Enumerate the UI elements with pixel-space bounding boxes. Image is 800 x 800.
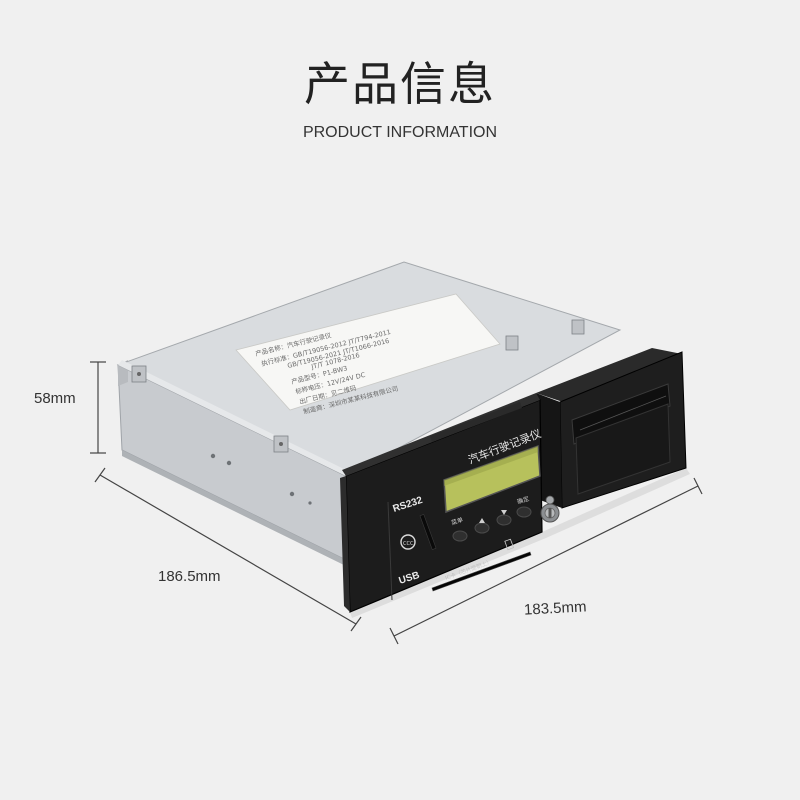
- menu-button[interactable]: [452, 530, 468, 542]
- ic-card-icon: [504, 538, 515, 551]
- down-button[interactable]: [496, 510, 512, 526]
- key-lock-icon: [540, 495, 560, 523]
- menu-button-label: 菜单: [450, 516, 464, 527]
- svg-text:CCC: CCC: [403, 541, 414, 547]
- printer-door: [575, 403, 671, 495]
- dimension-label-height: 58mm: [34, 390, 76, 407]
- spec-sticker: [235, 293, 501, 411]
- confirm-button[interactable]: [516, 506, 532, 518]
- panel-divider: [387, 501, 393, 601]
- chassis-hole: [289, 491, 295, 497]
- up-button[interactable]: [474, 518, 490, 534]
- ccc-certification-icon: CCC: [400, 534, 416, 550]
- ic-card-slot: [431, 551, 532, 592]
- dimension-line-width: [389, 477, 703, 645]
- down-arrow-icon: [501, 510, 507, 515]
- dimension-line-depth: [94, 467, 362, 632]
- chassis-hole: [226, 460, 232, 466]
- confirm-button-label: 确定: [516, 495, 530, 506]
- page-title-en: PRODUCT INFORMATION: [302, 124, 498, 141]
- printer-module-top: [536, 348, 682, 403]
- up-arrow-icon: [479, 518, 485, 523]
- chassis-hole: [210, 453, 216, 459]
- side-card-slot: [419, 514, 437, 550]
- chassis-hole: [308, 501, 312, 505]
- page-title-cn: 产品信息: [304, 57, 496, 111]
- dimension-label-depth: 186.5mm: [158, 568, 221, 585]
- dimension-line-height: [90, 361, 106, 454]
